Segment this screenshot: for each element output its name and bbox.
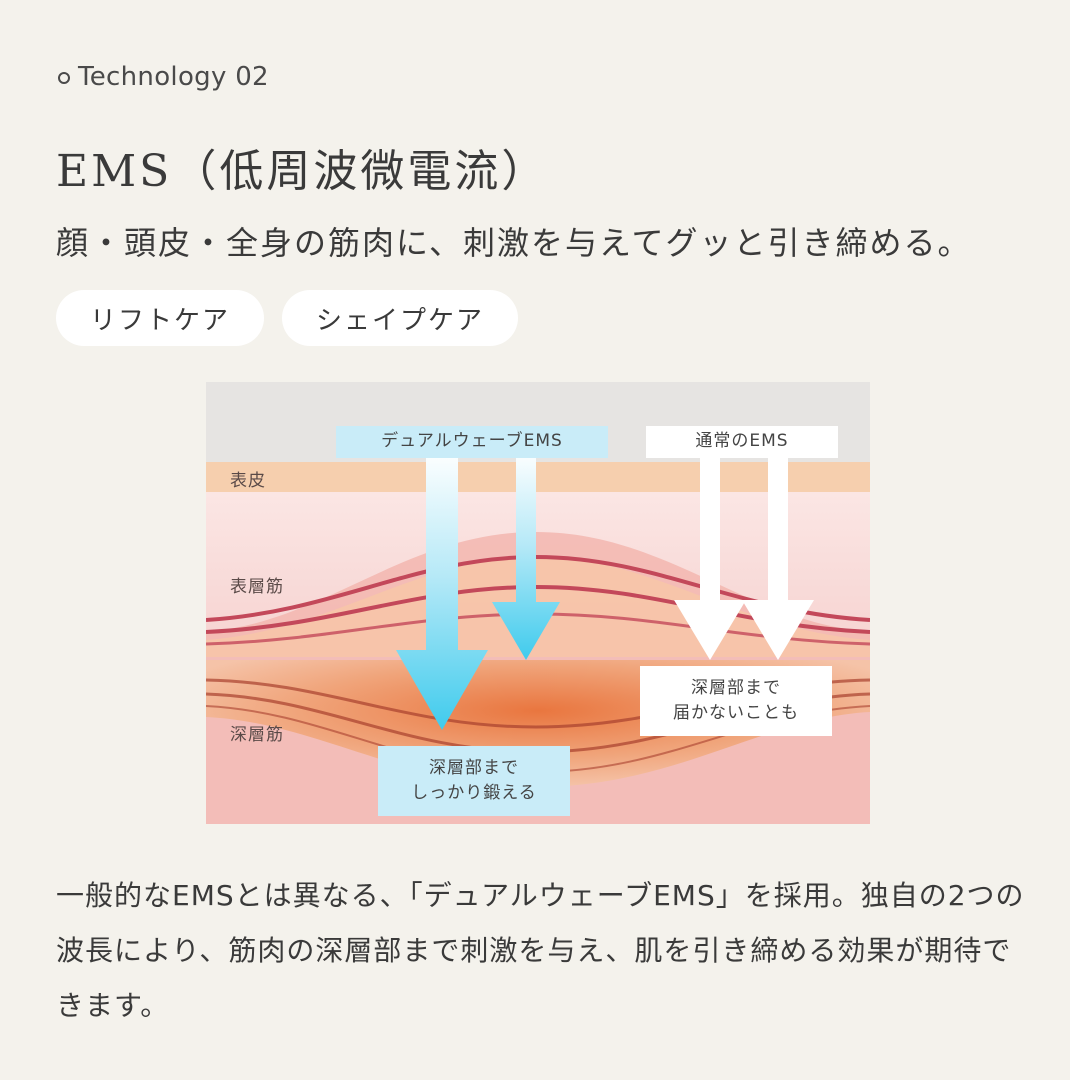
superficial-muscle-label: 表層筋 (230, 577, 284, 597)
dual-result-line-2: しっかり鍛える (411, 783, 537, 803)
eyebrow-text: Technology 02 (78, 62, 269, 92)
page-subtitle: 顔・頭皮・全身の筋肉に、刺激を与えてグッと引き締める。 (56, 224, 972, 262)
epidermis-label: 表皮 (230, 471, 266, 491)
tag-lift-care: リフトケア (56, 290, 265, 346)
deep-muscle-label: 深層筋 (230, 725, 284, 745)
normal-result-line-2: 届かないことも (673, 703, 799, 723)
tag-list: リフトケア シェイプケア (56, 290, 519, 346)
normal-result-box: 深層部まで 届かないことも (640, 666, 832, 736)
description-paragraph: 一般的なEMSとは異なる、「デュアルウェーブEMS」を採用。独自の2つの波長によ… (56, 879, 1025, 1022)
normal-arrow-2 (742, 450, 814, 660)
section-eyebrow: Technology 02 (58, 62, 269, 92)
normal-arrow-1 (674, 450, 746, 660)
dual-result-box: 深層部まで しっかり鍛える (378, 746, 570, 816)
dual-wave-arrow-long (396, 450, 488, 730)
circle-bullet-icon (58, 72, 70, 84)
page-title: EMS（低周波微電流） (56, 146, 549, 197)
dual-wave-ems-label: デュアルウェーブEMS (336, 426, 608, 458)
dual-wave-arrow-short (492, 450, 560, 660)
normal-ems-label: 通常のEMS (646, 426, 838, 458)
ems-diagram: デュアルウェーブEMS 通常のEMS 表皮 表層筋 深層筋 深層部まで 届かない… (206, 382, 870, 824)
epidermis-band (206, 462, 870, 492)
tag-shape-care: シェイプケア (282, 290, 519, 346)
dual-result-line-1: 深層部まで (429, 757, 519, 778)
normal-result-line-1: 深層部まで (691, 677, 781, 698)
